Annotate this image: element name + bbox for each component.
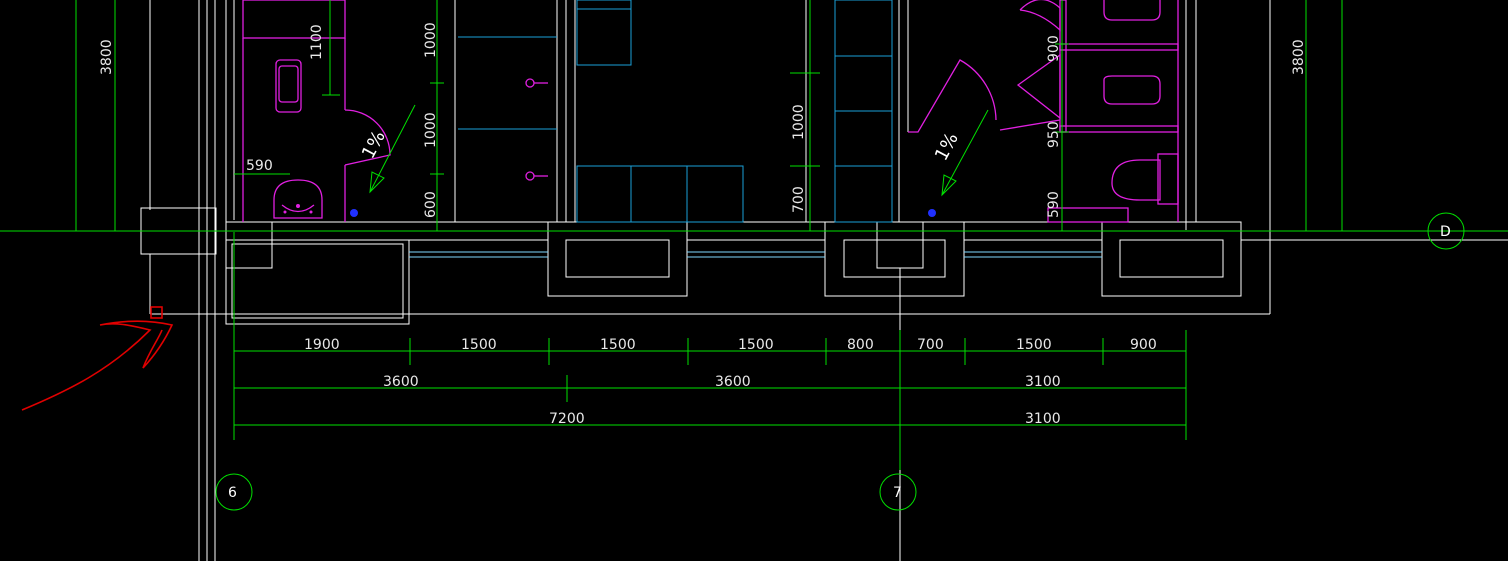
dimension-row-2: 3600 3600 3100	[383, 374, 1061, 390]
dim-right-outer: 3800	[1291, 39, 1307, 75]
dim-right-col-1: 900	[1046, 35, 1062, 62]
left-washroom-fixtures	[242, 0, 548, 222]
dim-r1-3: 1500	[600, 337, 636, 353]
dim-right-col-3: 590	[1046, 191, 1062, 218]
right-washroom-fixtures	[908, 0, 1179, 223]
dim-right-col-2: 950	[1046, 121, 1062, 148]
dim-r1-5: 800	[847, 337, 874, 353]
dim-left-outer: 3800	[99, 39, 115, 75]
slope-right: 1%	[931, 129, 963, 164]
dim-left-room: 1100	[309, 24, 325, 60]
vertical-dimension-labels: 3800 3800 1100 590 1000 1000 600 1000 70…	[99, 22, 1307, 218]
dim-r2-2: 3600	[715, 374, 751, 390]
dim-r1-1: 1900	[304, 337, 340, 353]
dim-r1-6: 700	[917, 337, 944, 353]
dim-left-width: 590	[246, 158, 273, 174]
dim-r1-8: 900	[1130, 337, 1157, 353]
dim-middle-col-2: 700	[791, 186, 807, 213]
dimension-row-3: 7200 3100	[549, 411, 1061, 427]
window-lines	[409, 251, 1102, 258]
dim-r2-1: 3600	[383, 374, 419, 390]
partitions	[458, 0, 893, 223]
dimension-lines	[0, 0, 1508, 511]
dim-middle-col-1: 1000	[791, 104, 807, 140]
dim-r3-1: 7200	[549, 411, 585, 427]
axis-label-6: 6	[228, 485, 237, 501]
dim-r1-7: 1500	[1016, 337, 1052, 353]
dim-r3-2: 3100	[1025, 411, 1061, 427]
dim-r2-3: 3100	[1025, 374, 1061, 390]
dim-left-col-3: 600	[423, 191, 439, 218]
axis-label-7: 7	[893, 485, 902, 501]
dim-left-col-1: 1000	[423, 22, 439, 58]
dimension-row-1: 1900 1500 1500 1500 800 700 1500 900	[304, 337, 1157, 353]
red-annotation-arrow	[21, 306, 174, 411]
dim-left-col-2: 1000	[423, 112, 439, 148]
slope-left: 1%	[358, 127, 390, 162]
dim-r1-2: 1500	[461, 337, 497, 353]
dim-r1-4: 1500	[738, 337, 774, 353]
slope-labels: 1% 1%	[358, 127, 963, 164]
axis-label-d: D	[1440, 224, 1451, 240]
axis-labels: 6 7 D	[228, 224, 1451, 501]
building-walls	[140, 0, 1508, 561]
